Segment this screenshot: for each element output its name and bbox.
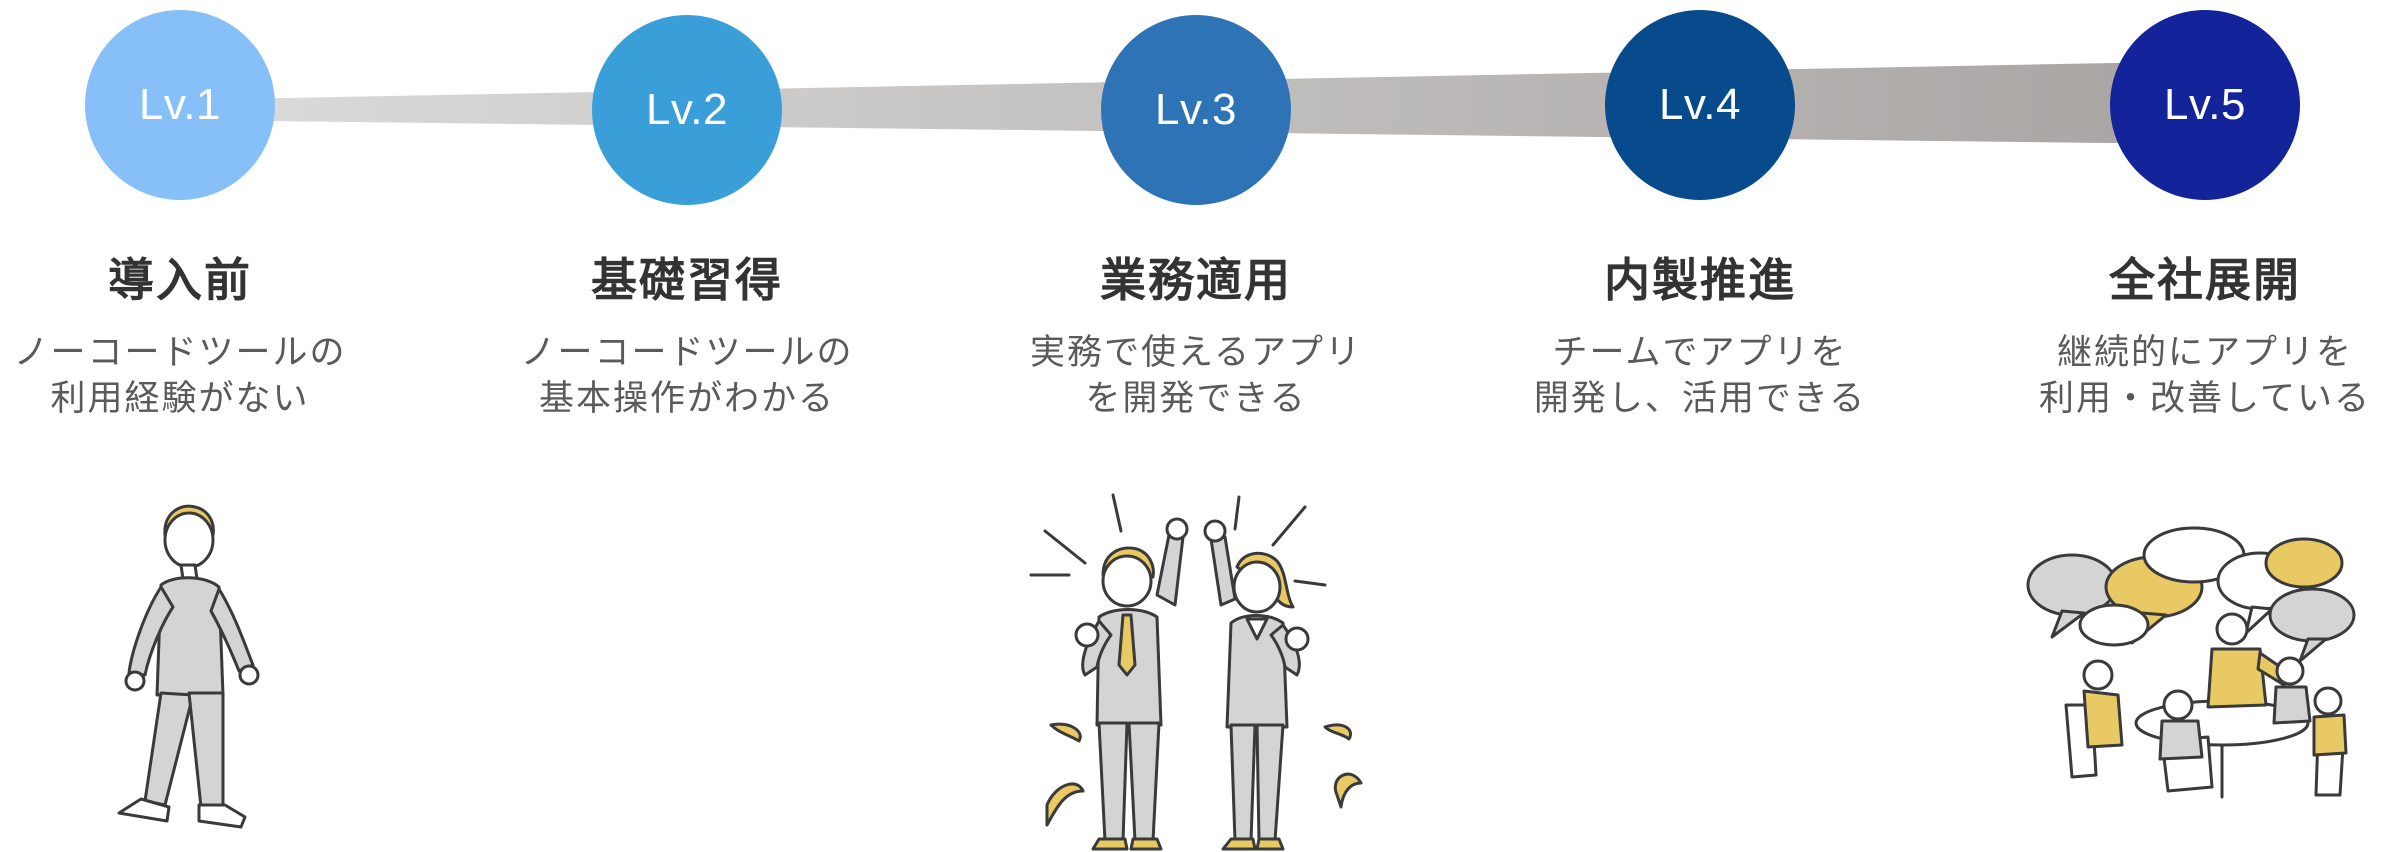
confetti-3 (1333, 772, 1363, 809)
person-5-body (2312, 713, 2348, 757)
speech-bubble-4-tail (2244, 605, 2274, 635)
person-4-head (2162, 689, 2194, 721)
man-left-fist (1074, 622, 1100, 648)
woman-right-shoe (1255, 837, 1285, 851)
walker-right-hand (238, 664, 260, 686)
level-3-badge: Lv.3 (1101, 15, 1291, 205)
speech-bubble-6 (2268, 587, 2356, 643)
woman-right-fist (1284, 626, 1310, 652)
level-3-description-line-2: を開発できる (1085, 379, 1307, 419)
level-4-description-line-2: 開発し、活用できる (1533, 379, 1867, 419)
level-4-description-line-1: チームでアプリを (1552, 333, 1848, 373)
woman-left-leg (1229, 723, 1257, 843)
celebrating-pair-illustration (1029, 493, 1363, 851)
person-1-head (2082, 659, 2114, 691)
confetti-1 (1045, 782, 1085, 827)
speech-bubble-7 (2078, 603, 2150, 647)
walker-head (163, 511, 215, 569)
level-5-badge: Lv.5 (2110, 10, 2300, 200)
person-4-body (2158, 719, 2204, 761)
speech-bubble-5 (2264, 537, 2344, 589)
level-2-description: ノーコードツールの 基本操作がわかる (497, 330, 877, 422)
level-4-description: チームでアプリを 開発し、活用できる (1510, 330, 1890, 422)
woman-raised-fist (1203, 519, 1227, 543)
woman-right-leg (1255, 723, 1285, 843)
level-4-badge: Lv.4 (1605, 10, 1795, 200)
level-3-description-line-1: 実務で使えるアプリ (1030, 333, 1362, 373)
man-raised-arm (1155, 533, 1185, 607)
level-5-badge-label: Lv.5 (2164, 80, 2246, 129)
burst-line-5 (1271, 505, 1307, 547)
level-5: Lv.5 全社展開 継続的にアプリを 利用・改善している (2015, 0, 2395, 852)
level-3-title: 業務適用 (1100, 253, 1292, 307)
confetti-2 (1049, 722, 1082, 743)
level-1-description-line-2: 利用経験がない (50, 379, 310, 419)
burst-line-6 (1293, 579, 1327, 587)
man-right-leg (1127, 721, 1161, 843)
level-2: Lv.2 基礎習得 ノーコードツールの 基本操作がわかる (497, 0, 877, 852)
level-3-description: 実務で使えるアプリ を開発できる (1006, 330, 1386, 422)
level-4-title: 内製推進 (1604, 253, 1796, 307)
group-discussion-illustration (2026, 526, 2356, 799)
confetti-4 (1323, 723, 1352, 741)
burst-line-2 (1111, 493, 1123, 533)
burst-line-4 (1233, 495, 1241, 531)
burst-line-1 (1043, 529, 1087, 565)
person-3-body (2272, 685, 2312, 725)
walker-right-leg (187, 691, 225, 809)
level-1-description-line-1: ノーコードツールの (13, 333, 347, 373)
speech-bubble-1-tail (2050, 609, 2086, 639)
man-right-shoe (1129, 837, 1163, 851)
level-1-badge: Lv.1 (85, 10, 275, 200)
woman-head (1232, 560, 1282, 614)
man-raised-fist (1165, 517, 1189, 541)
level-2-badge: Lv.2 (592, 15, 782, 205)
man-head (1101, 554, 1153, 608)
person-2-head (2215, 612, 2249, 646)
walking-person-illustration (117, 504, 260, 829)
walker-right-shoe (197, 803, 247, 829)
woman-raised-arm (1209, 535, 1237, 607)
level-1-title: 導入前 (108, 253, 252, 307)
level-1: Lv.1 導入前 ノーコードツールの 利用経験がない (0, 0, 370, 852)
walker-left-shoe (117, 797, 171, 823)
person-5-head (2313, 686, 2343, 716)
level-5-description: 継続的にアプリを 利用・改善している (2015, 330, 2395, 422)
woman-left-shoe (1221, 837, 1257, 851)
level-5-description-line-1: 継続的にアプリを (2056, 333, 2353, 373)
person-2-body (2206, 647, 2268, 709)
level-3: Lv.3 業務適用 実務で使えるアプリ を開発できる (1006, 0, 1386, 852)
level-4-badge-label: Lv.4 (1659, 80, 1741, 129)
level-5-title: 全社展開 (2109, 253, 2301, 307)
level-2-title: 基礎習得 (591, 253, 783, 307)
woman-torso (1225, 614, 1289, 729)
level-1-description: ノーコードツールの 利用経験がない (0, 330, 370, 422)
level-1-badge-label: Lv.1 (139, 80, 221, 129)
level-3-badge-label: Lv.3 (1155, 85, 1237, 134)
walker-left-hand (124, 670, 146, 692)
man-left-leg (1097, 721, 1129, 843)
level-2-description-line-1: ノーコードツールの (520, 333, 854, 373)
level-4: Lv.4 内製推進 チームでアプリを 開発し、活用できる (1510, 0, 1890, 852)
woman-collar (1245, 617, 1269, 641)
speech-bubble-6-tail (2298, 637, 2328, 663)
person-1-body (2082, 689, 2124, 749)
level-2-description-line-2: 基本操作がわかる (538, 379, 835, 419)
man-left-shoe (1091, 837, 1129, 851)
level-5-description-line-2: 利用・改善している (2039, 379, 2371, 419)
man-tie (1117, 613, 1137, 677)
walker-left-leg (143, 691, 195, 807)
person-3-head (2275, 656, 2305, 686)
level-2-badge-label: Lv.2 (646, 85, 728, 134)
